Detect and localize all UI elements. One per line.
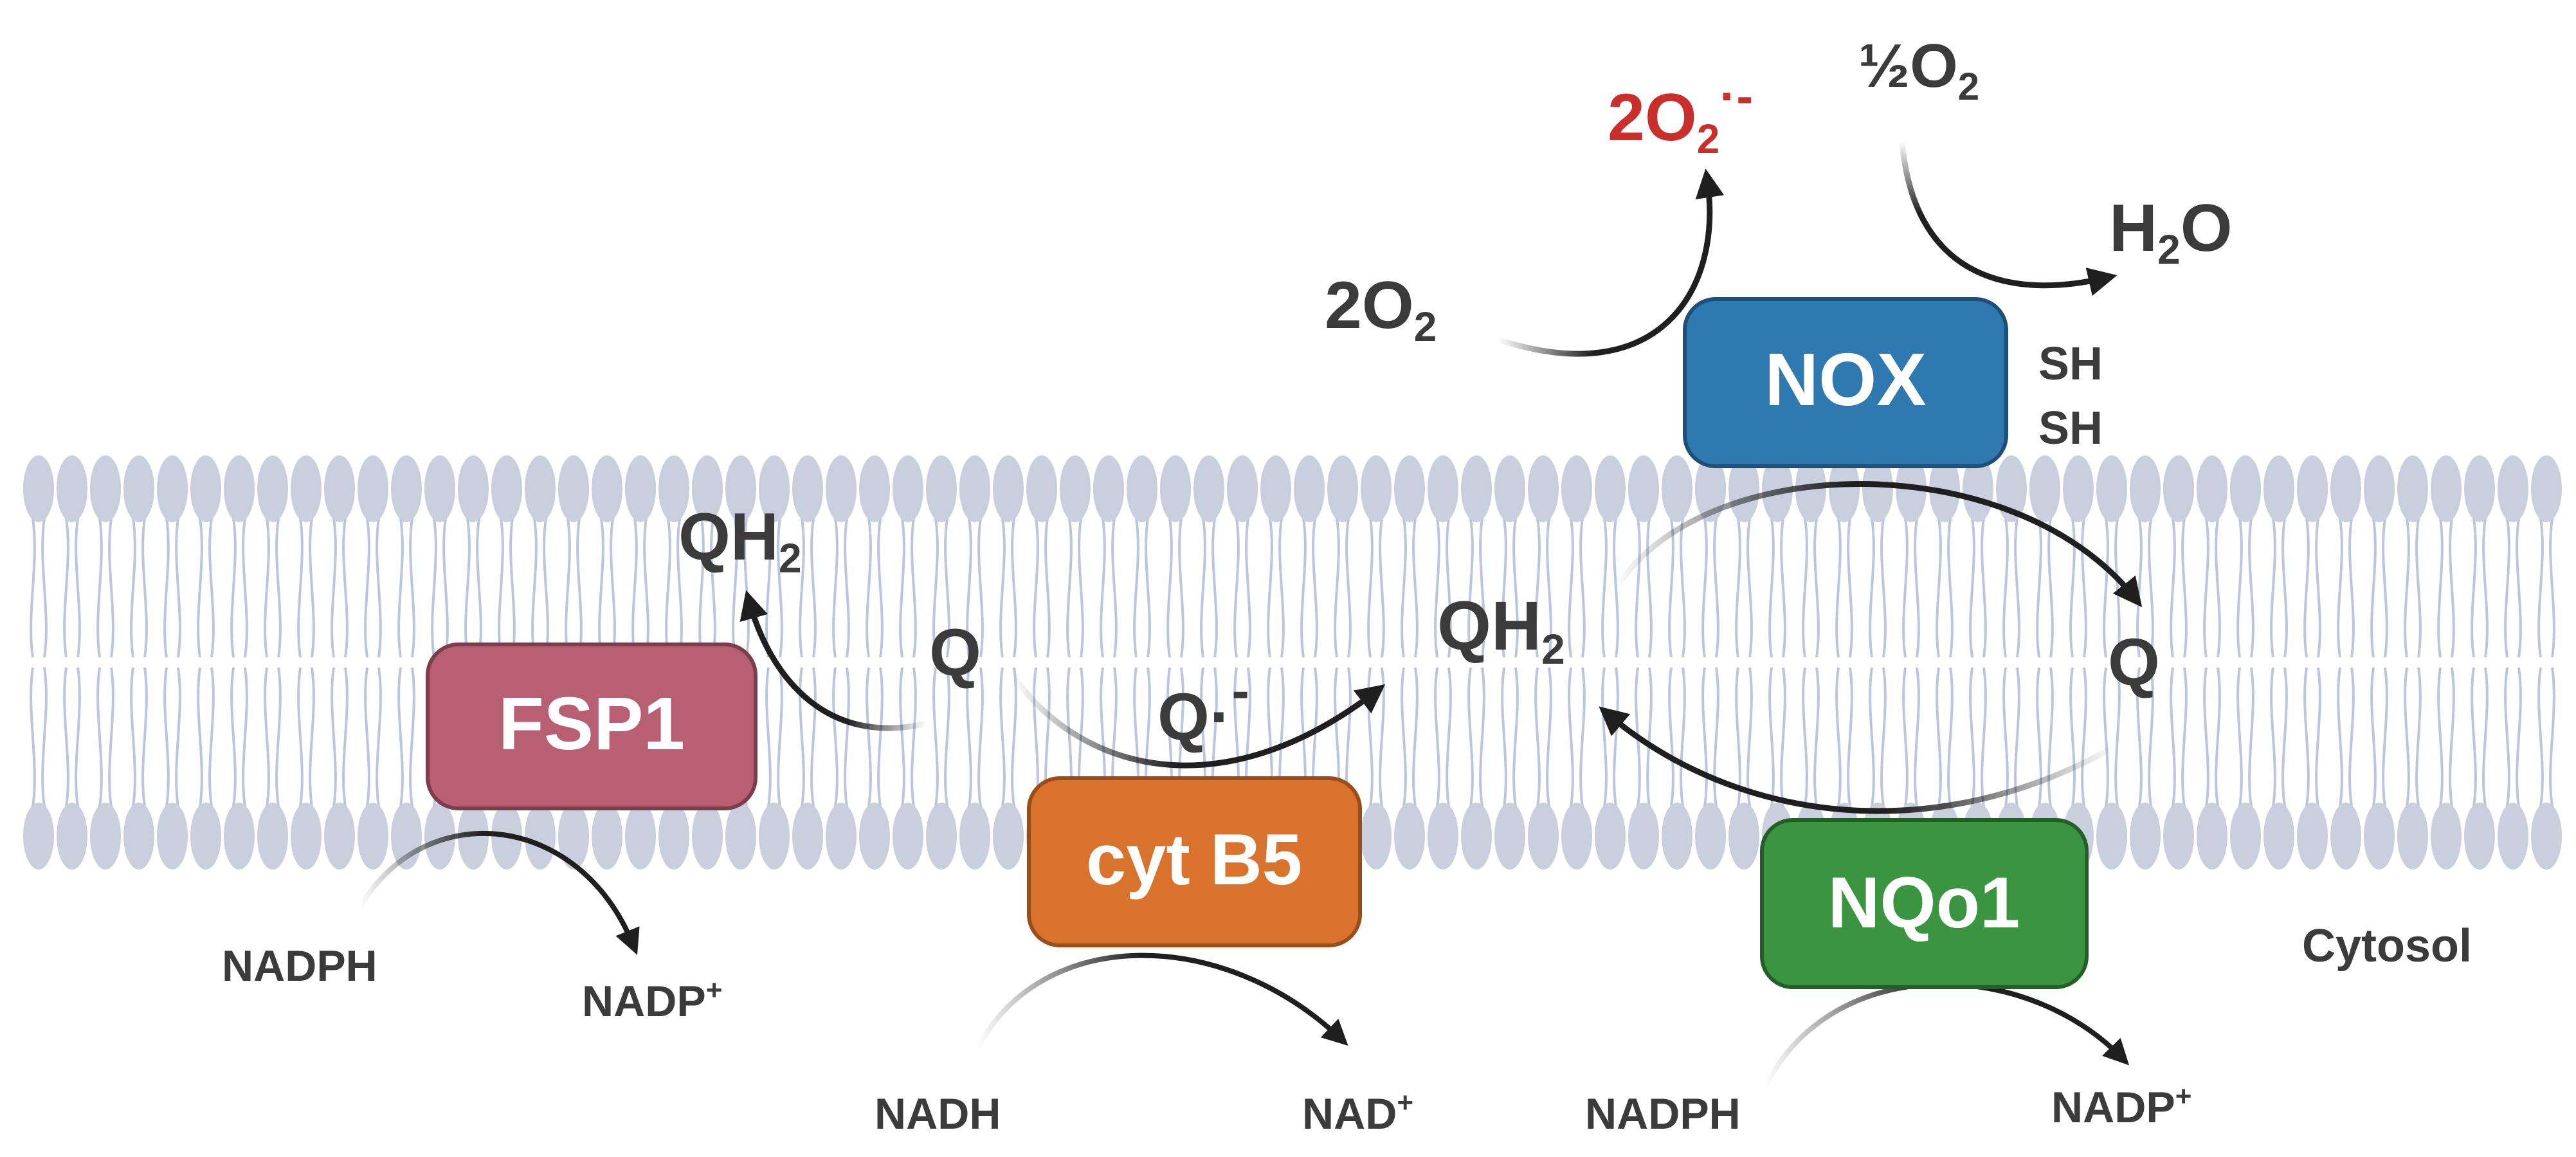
arrow-q-to-qh2-cytb5 [1010, 672, 1386, 769]
o2-left-label: 2O2 [1325, 268, 1437, 350]
qh2-center-label: QH2 [1437, 587, 1565, 673]
nox-label: NOX [1764, 338, 1926, 421]
cytosol-label: Cytosol [2302, 920, 2472, 972]
superoxide-label: 2O2·- [1608, 68, 1753, 162]
nox-enzyme: NOX [1683, 297, 2008, 468]
nqo1-label: NQo1 [1828, 862, 2020, 943]
semiquinone-label: Q·- [1157, 662, 1249, 754]
fsp1-enzyme: FSP1 [426, 642, 757, 810]
q-right-label: Q [2108, 625, 2160, 700]
arrow-q-to-qh2-nqo1 [1599, 706, 2119, 814]
nadp-fsp1-label: NADP+ [582, 974, 722, 1026]
cytb5-enzyme: cyt B5 [1027, 776, 1362, 947]
sh-bottom-label: SH [2038, 403, 2103, 454]
nqo1-enzyme: NQo1 [1760, 818, 2089, 989]
nadh-cytb5-label: NADH [875, 1089, 1001, 1138]
arrow-nadph-to-nadp-fsp1 [358, 831, 640, 955]
nadph-fsp1-label: NADPH [222, 942, 377, 990]
arrow-halfo2-to-water [1899, 138, 2118, 296]
water-label: H2O [2109, 191, 2233, 273]
cytb5-label: cyt B5 [1086, 819, 1302, 900]
q-left-label: Q [929, 615, 981, 690]
qh2-left-label: QH2 [678, 500, 802, 581]
arrow-nadh-to-nad-cytb5 [975, 952, 1348, 1051]
nad-cytb5-label: NAD+ [1302, 1087, 1413, 1138]
half-o2-label: ½O2 [1858, 32, 1979, 108]
arrow-nadph-to-nadp-nqo1 [1763, 981, 2130, 1089]
nadp-nqo1-label: NADP+ [2051, 1080, 2191, 1132]
arrow-q-to-qh2-fsp1 [739, 590, 929, 731]
arrow-qh2-to-q-nox [1611, 481, 2143, 608]
sh-top-label: SH [2038, 338, 2103, 390]
fsp1-label: FSP1 [498, 682, 685, 765]
nadph-nqo1-label: NADPH [1585, 1089, 1741, 1138]
arrow-o2-to-superoxide [1495, 169, 1725, 357]
